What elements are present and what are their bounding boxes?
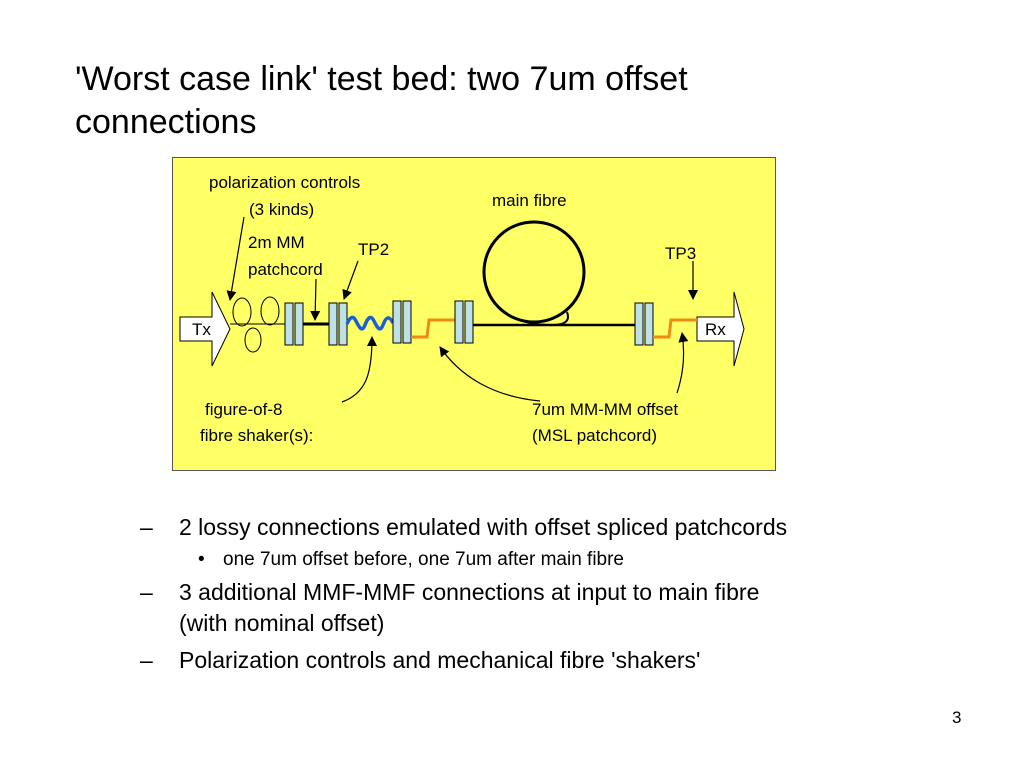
bullet-text: Polarization controls and mechanical fib…	[179, 647, 701, 673]
rx-arrow	[696, 291, 745, 367]
shaker-label-line-1: figure-of-8	[205, 400, 282, 419]
diagram-background	[172, 157, 776, 471]
polarization-loop-1	[232, 297, 252, 327]
main-fibre-label: main fibre	[492, 191, 567, 210]
connector-4a	[454, 300, 464, 344]
offset-arrow-left	[439, 346, 541, 402]
page-number: 3	[952, 708, 962, 727]
offset-arrow-right	[676, 332, 689, 394]
bullet-item: – 3 additional MMF-MMF connections at in…	[140, 577, 1000, 639]
test-bed-svg: Tx Rx polarization	[172, 157, 776, 471]
connector-1a	[284, 302, 294, 346]
tp2-arrow	[342, 260, 359, 300]
patchcord-label-line-2: patchcord	[248, 260, 323, 279]
offset-label-line-2: (MSL patchcord)	[532, 426, 657, 445]
tx-label: Tx	[192, 320, 211, 339]
slide-title: 'Worst case link' test bed: two 7um offs…	[75, 58, 975, 144]
test-bed-diagram: Tx Rx polarization	[172, 157, 776, 471]
bullet-text: 3 additional MMF-MMF connections at inpu…	[179, 579, 760, 605]
connector-3b	[402, 300, 412, 344]
patchcord-arrow	[310, 278, 321, 321]
dash-marker: –	[140, 647, 153, 673]
polarization-label: polarization controls	[209, 173, 360, 192]
shaker-fibre	[345, 315, 395, 331]
connector-1b	[294, 302, 304, 346]
main-fibre-lead	[503, 311, 569, 327]
main-fibre-spool	[482, 220, 586, 324]
polarization-arrow	[226, 216, 245, 301]
dash-marker: –	[140, 579, 153, 605]
polarization-loop-2	[260, 296, 280, 326]
bullet-text: 2 lossy connections emulated with offset…	[179, 514, 788, 540]
offset-label-line-1: 7um MM-MM offset	[532, 400, 678, 419]
tp3-label: TP3	[665, 244, 696, 263]
bullet-text-continuation: (with nominal offset)	[179, 610, 385, 636]
sub-bullet-text: one 7um offset before, one 7um after mai…	[223, 549, 624, 570]
connector-3a	[392, 300, 402, 344]
bullet-item: – Polarization controls and mechanical f…	[140, 645, 1000, 676]
offset-patchcord-2	[653, 318, 697, 339]
slide-title-line-1: 'Worst case link' test bed: two 7um offs…	[75, 60, 688, 98]
tp2-label: TP2	[358, 240, 389, 259]
slide-title-line-2: connections	[75, 103, 257, 141]
shaker-arrow	[341, 336, 377, 403]
connector-4b	[464, 300, 474, 344]
connector-2b	[338, 302, 348, 346]
dot-marker: •	[198, 549, 205, 570]
dash-marker: –	[140, 514, 153, 540]
rx-label: Rx	[705, 320, 726, 339]
offset-patchcord-1	[411, 318, 455, 339]
tx-arrow	[179, 291, 231, 367]
patchcord-label-line-1: 2m MM	[248, 233, 305, 252]
bullet-list: – 2 lossy connections emulated with offs…	[140, 512, 1000, 676]
connector-5b	[644, 302, 654, 346]
connector-2a	[328, 302, 338, 346]
polarization-loop-3	[244, 327, 262, 353]
sub-bullet-item: • one 7um offset before, one 7um after m…	[140, 547, 1000, 573]
connector-5a	[634, 302, 644, 346]
bullet-item: – 2 lossy connections emulated with offs…	[140, 512, 1000, 543]
shaker-label-line-2: fibre shaker(s):	[200, 426, 313, 445]
polarization-kinds-label: (3 kinds)	[249, 200, 314, 219]
